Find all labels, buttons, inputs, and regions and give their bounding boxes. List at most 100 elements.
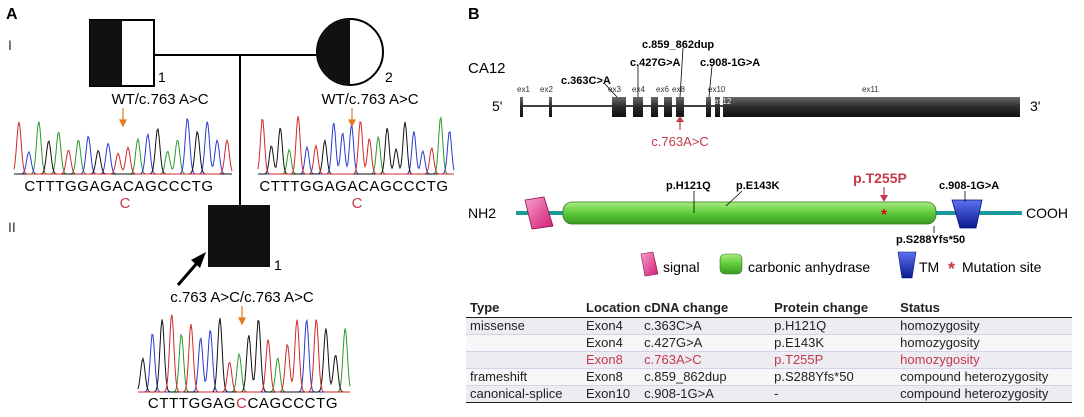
chromatogram-left bbox=[13, 117, 233, 175]
protein-mutation-label: c.908-1G>A bbox=[939, 180, 999, 192]
mother-number: 2 bbox=[385, 69, 393, 85]
table-header-cell: cDNA change bbox=[640, 298, 771, 318]
gene-mutation-leaders bbox=[604, 47, 713, 98]
chromatogram-arrows bbox=[119, 108, 356, 326]
sequence-bottom-pre: CTTTGGAG bbox=[148, 395, 236, 412]
protein-mutation-marker: * bbox=[881, 207, 888, 224]
exon-12-block bbox=[715, 97, 720, 117]
father-number: 1 bbox=[158, 69, 166, 85]
chromatogram-trace bbox=[14, 127, 232, 175]
table-cell: c.859_862dup bbox=[640, 368, 771, 386]
table-cell: c.363C>A bbox=[640, 317, 771, 335]
table-header-cell: Protein change bbox=[770, 298, 897, 318]
three-prime-label: 3' bbox=[1030, 98, 1040, 114]
legend-mut-label: Mutation site bbox=[962, 259, 1042, 275]
exon-label: ex4 bbox=[632, 85, 645, 94]
table-cell: p.T255P bbox=[770, 351, 897, 369]
table-cell: Exon10 bbox=[582, 385, 641, 403]
sequence-bottom-post: CAGCCCTG bbox=[247, 395, 338, 412]
chromatogram-right bbox=[257, 116, 455, 175]
mother-genotype: WT/c.763 A>C bbox=[321, 91, 418, 108]
table-cell: homozygosity bbox=[896, 334, 1072, 352]
pedigree-lines bbox=[154, 54, 316, 205]
exon-8-block bbox=[676, 97, 684, 117]
exon-11-block bbox=[723, 97, 1020, 117]
gene-mutation-label: c.363C>A bbox=[561, 75, 611, 87]
table-cell: canonical-splice bbox=[466, 385, 582, 403]
legend: signal carbonic anhydrase TM * Mutation … bbox=[640, 251, 1042, 279]
table-cell: - bbox=[770, 385, 897, 403]
table-header-cell: Location bbox=[582, 298, 641, 318]
protein-highlight-arrow bbox=[880, 187, 888, 202]
exon-3-block bbox=[612, 97, 626, 117]
table-cell: homozygosity bbox=[896, 351, 1072, 369]
panel-b-label: B bbox=[468, 6, 480, 23]
legend-ca-label: carbonic anhydrase bbox=[748, 259, 870, 275]
exon-label: ex8 bbox=[672, 85, 685, 94]
proband-genotype: c.763 A>C/c.763 A>C bbox=[170, 289, 314, 306]
protein-mutation-labels: p.H121Q p.E143K c.908-1G>A p.S288Yfs*50 bbox=[666, 180, 999, 246]
protein-mutation-leaders bbox=[693, 190, 966, 233]
table-cell: p.E143K bbox=[770, 334, 897, 352]
exon-7-block bbox=[664, 97, 672, 117]
exon-4-block bbox=[633, 97, 643, 117]
protein-mutation-label: p.S288Yfs*50 bbox=[896, 234, 965, 246]
legend-tm-swatch bbox=[897, 251, 917, 279]
exon-label: ex10 bbox=[708, 85, 726, 94]
table-cell: p.S288Yfs*50 bbox=[770, 368, 897, 386]
table-header-cell: Type bbox=[466, 298, 582, 318]
exon-label: ex1 bbox=[517, 85, 530, 94]
father-symbol bbox=[89, 19, 155, 87]
sequence-left-marker: C bbox=[120, 195, 131, 212]
table-header-cell: Status bbox=[896, 298, 1072, 318]
table-cell: Exon4 bbox=[582, 334, 641, 352]
table-cell: Exon8 bbox=[582, 368, 641, 386]
generation-II-label: II bbox=[8, 219, 16, 235]
exon-6-block bbox=[651, 97, 658, 117]
sequence-bottom-mutation: C bbox=[236, 395, 247, 412]
protein-mutation-label: p.H121Q bbox=[666, 180, 711, 192]
carbonic-anhydrase-domain bbox=[562, 201, 937, 225]
exon-label: ex12 bbox=[714, 97, 732, 106]
signal-peptide-shape bbox=[524, 196, 554, 230]
gene-mutation-label: c.908-1G>A bbox=[700, 57, 760, 69]
chromatogram-trace bbox=[257, 116, 454, 175]
tm-domain-shape bbox=[951, 199, 983, 229]
gene-highlight-arrow bbox=[676, 116, 684, 130]
protein-nterm-label: NH2 bbox=[468, 205, 496, 221]
exon-1-block bbox=[520, 97, 523, 117]
exon-label: ex11 bbox=[862, 85, 879, 94]
chromatogram-trace bbox=[13, 121, 233, 175]
panel-a-label: A bbox=[6, 6, 18, 23]
proband-arrow bbox=[176, 252, 206, 286]
gene-highlight-mutation: c.763A>C bbox=[651, 134, 708, 149]
table-cell: p.H121Q bbox=[770, 317, 897, 335]
sequence-bottom: CTTTGGAGCCAGCCCTG bbox=[148, 395, 338, 412]
legend-tm-label: TM bbox=[919, 259, 939, 275]
table-cell: c.908-1G>A bbox=[640, 385, 771, 403]
father-genotype: WT/c.763 A>C bbox=[111, 91, 208, 108]
table-cell: Exon4 bbox=[582, 317, 641, 335]
gene-name: CA12 bbox=[468, 60, 506, 77]
gene-mutation-label: c.859_862dup bbox=[642, 39, 714, 51]
exon-label: ex3 bbox=[608, 85, 621, 94]
table-cell: missense bbox=[466, 317, 582, 335]
legend-mut-symbol: * bbox=[948, 259, 955, 279]
five-prime-label: 5' bbox=[492, 98, 502, 114]
table-cell: compound heterozygosity bbox=[896, 368, 1072, 386]
legend-signal-swatch bbox=[640, 251, 659, 277]
sequence-left: CTTTGGAGACAGCCCTG bbox=[24, 178, 213, 195]
table-cell: c.763A>C bbox=[640, 351, 771, 369]
legend-signal-label: signal bbox=[663, 259, 700, 275]
table-cell: homozygosity bbox=[896, 317, 1072, 335]
exon-labels: ex1 ex2 ex3 ex4 ex6 ex8 ex10 ex12 ex11 bbox=[517, 85, 879, 106]
exon-2-block bbox=[549, 97, 552, 117]
protein-cterm-label: COOH bbox=[1026, 205, 1068, 221]
